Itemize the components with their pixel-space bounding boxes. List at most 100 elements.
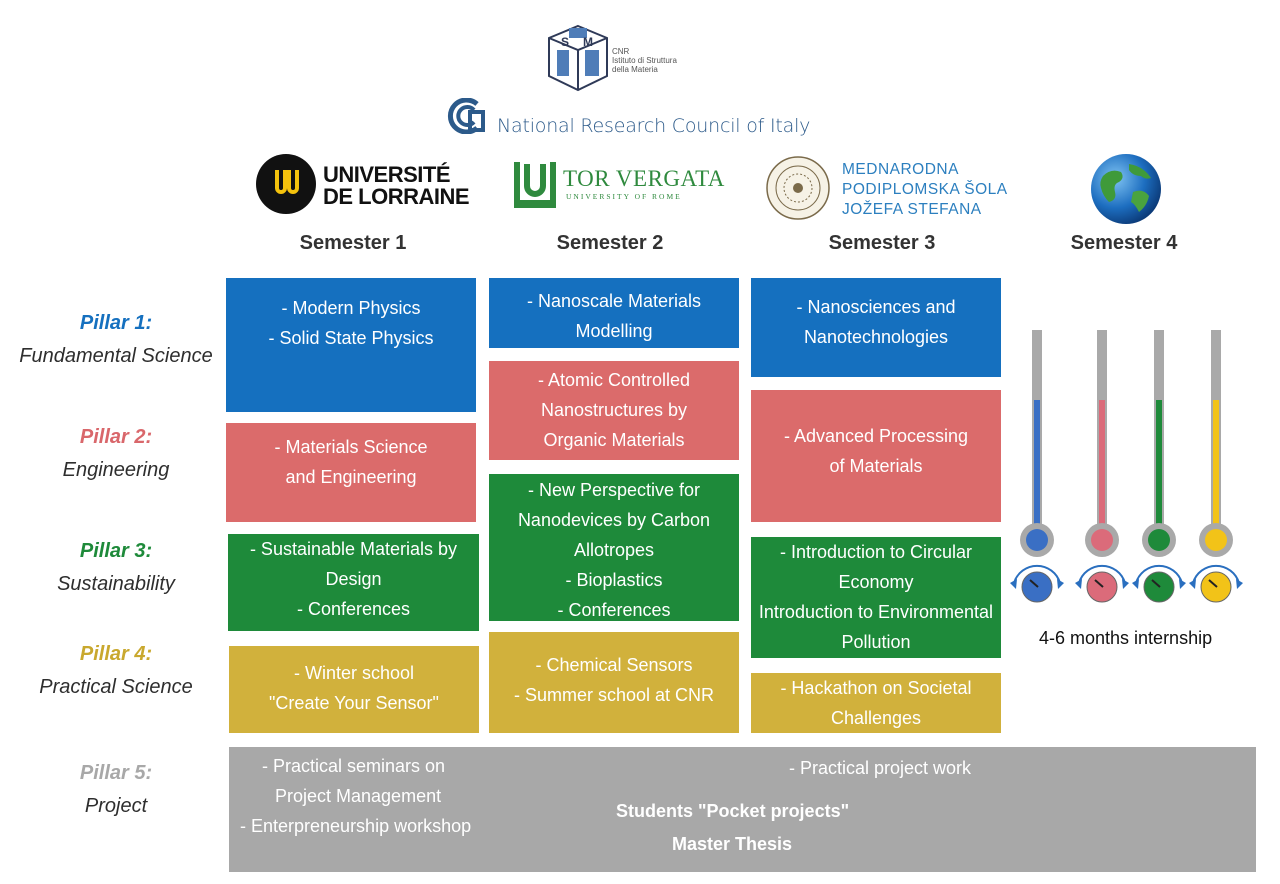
ism-caption: CNR Istituto di Struttura della Materia bbox=[612, 47, 677, 74]
ism-line: della Materia bbox=[612, 65, 658, 74]
course-line: - Conferences bbox=[296, 599, 411, 619]
tor-vergata-title: TOR VERGATA bbox=[563, 166, 725, 191]
thermometer-fill bbox=[1156, 400, 1162, 530]
cnr-name: National Research Council of Italy bbox=[497, 115, 811, 137]
mps-name: MEDNARODNA PODIPLOMSKA ŠOLA JOŽEFA STEFA… bbox=[842, 160, 1008, 220]
course-line: of Materials bbox=[829, 456, 923, 476]
thermometers bbox=[1010, 325, 1260, 610]
thermometer-bulb-fill bbox=[1091, 529, 1113, 551]
course-line: - Solid State Physics bbox=[268, 328, 434, 348]
course-line: - Bioplastics bbox=[565, 570, 663, 590]
s1-pillar4-box: - Winter school "Create Your Sensor" bbox=[229, 646, 479, 733]
svg-text:M: M bbox=[583, 35, 593, 49]
course-line: Introduction to Environmental bbox=[758, 602, 994, 622]
semester-2-header: Semester 2 bbox=[556, 232, 664, 254]
course-line: Nanostructures by bbox=[540, 400, 688, 420]
course-line: - Nanosciences and bbox=[796, 297, 956, 317]
course-line: - New Perspective for bbox=[527, 480, 701, 500]
s3-pillar3-box: - Introduction to Circular Economy Intro… bbox=[751, 537, 1001, 658]
ism-logo: S M bbox=[547, 24, 609, 92]
course-line: Organic Materials bbox=[543, 430, 685, 450]
course-line: Economy bbox=[838, 572, 914, 592]
tor-vergata-logo-icon bbox=[514, 162, 556, 208]
pillar-5-subtitle: Project bbox=[84, 795, 148, 817]
course-line: - Sustainable Materials by bbox=[249, 539, 458, 559]
cnr-logo-icon bbox=[447, 97, 487, 135]
pillar-5-title: Pillar 5: bbox=[79, 762, 153, 784]
gauge-arrow-icon bbox=[1189, 579, 1196, 589]
gauge-arrow-icon bbox=[1122, 579, 1129, 589]
course-line: Challenges bbox=[830, 708, 922, 728]
thermometer-bulb-fill bbox=[1205, 529, 1227, 551]
s2-pillar3-box: - New Perspective for Nanodevices by Car… bbox=[489, 474, 739, 621]
gauge-needle bbox=[1029, 579, 1039, 588]
course-line: - Winter school bbox=[293, 663, 415, 683]
s2-pillar1-box: - Nanoscale Materials Modelling bbox=[489, 278, 739, 348]
gauge-arrow-icon bbox=[1179, 579, 1186, 589]
ism-line: Istituto di Struttura bbox=[612, 56, 677, 65]
gauge-arc bbox=[1013, 564, 1061, 584]
semester-1-header: Semester 1 bbox=[299, 232, 407, 254]
gauge-needle bbox=[1094, 579, 1104, 588]
course-line: - Hackathon on Societal bbox=[780, 678, 972, 698]
s3-pillar2-box: - Advanced Processing of Materials bbox=[751, 390, 1001, 522]
thermometer-fill bbox=[1099, 400, 1105, 530]
practical-project-work: - Practical project work bbox=[789, 758, 972, 778]
s1-pillar2-box: - Materials Science and Engineering bbox=[226, 423, 476, 522]
gauge-arrow-icon bbox=[1132, 579, 1139, 589]
course-line: - Advanced Processing bbox=[783, 426, 969, 446]
course-line: - Conferences bbox=[557, 600, 671, 620]
pillar-2-title: Pillar 2: bbox=[79, 426, 153, 448]
course-line: - Introduction to Circular bbox=[779, 542, 973, 562]
pillar-4-title: Pillar 4: bbox=[79, 643, 153, 665]
course-line: - Modern Physics bbox=[281, 298, 421, 318]
ism-line: CNR bbox=[612, 47, 630, 56]
svg-text:S: S bbox=[561, 35, 569, 49]
pillar-3-subtitle: Sustainability bbox=[57, 573, 175, 595]
course-line: Pollution bbox=[841, 632, 911, 652]
lorraine-name: UNIVERSITÉ DE LORRAINE bbox=[323, 164, 470, 209]
s2-pillar2-box: - Atomic Controlled Nanostructures by Or… bbox=[489, 361, 739, 460]
s1-pillar3-box: - Sustainable Materials by Design - Conf… bbox=[228, 534, 479, 631]
project-left-line: Project Management bbox=[275, 786, 442, 806]
course-line: - Materials Science bbox=[274, 437, 428, 457]
course-line: "Create Your Sensor" bbox=[269, 693, 439, 713]
course-line: Nanodevices by Carbon bbox=[517, 510, 711, 530]
course-line: Modelling bbox=[575, 321, 653, 341]
course-line: - Summer school at CNR bbox=[513, 685, 715, 705]
gauge-arc bbox=[1135, 564, 1183, 584]
s2-pillar4-box: - Chemical Sensors - Summer school at CN… bbox=[489, 632, 739, 733]
s3-pillar1-box: - Nanosciences and Nanotechnologies bbox=[751, 278, 1001, 377]
project-left-line: - Practical seminars on bbox=[262, 756, 446, 776]
pillar-2-subtitle: Engineering bbox=[62, 459, 170, 481]
s1-pillar1-box: - Modern Physics - Solid State Physics bbox=[226, 278, 476, 412]
gauge-arc bbox=[1192, 564, 1240, 584]
course-line: Nanotechnologies bbox=[803, 327, 949, 347]
gauge-arrow-icon bbox=[1236, 579, 1243, 589]
semester-4-header: Semester 4 bbox=[1070, 232, 1178, 254]
course-line: and Engineering bbox=[285, 467, 417, 487]
semester-3-header: Semester 3 bbox=[828, 232, 936, 254]
pillar-4-subtitle: Practical Science bbox=[39, 676, 193, 698]
pocket-projects: Students "Pocket projects" bbox=[616, 801, 850, 821]
mps-seal-icon bbox=[765, 155, 831, 221]
project-bar bbox=[229, 747, 1256, 872]
course-line: - Nanoscale Materials bbox=[526, 291, 702, 311]
lorraine-logo-icon bbox=[256, 154, 316, 214]
pillar-1-title: Pillar 1: bbox=[79, 312, 153, 334]
pillar-1-subtitle: Fundamental Science bbox=[19, 345, 213, 367]
course-line: - Chemical Sensors bbox=[535, 655, 693, 675]
gauge-arrow-icon bbox=[1075, 579, 1082, 589]
tor-vergata-subtitle: UNIVERSITY OF ROME bbox=[566, 192, 682, 201]
thermometer-bulb-fill bbox=[1026, 529, 1048, 551]
gauge-arrow-icon bbox=[1010, 579, 1017, 589]
pillar-3-title: Pillar 3: bbox=[79, 540, 153, 562]
thermometer-fill bbox=[1213, 400, 1219, 530]
course-line: - Atomic Controlled bbox=[537, 370, 691, 390]
mps-line: MEDNARODNA bbox=[842, 161, 959, 178]
internship-label: 4-6 months internship bbox=[1039, 628, 1213, 648]
lorraine-line: DE LORRAINE bbox=[323, 184, 470, 209]
course-line: Allotropes bbox=[573, 540, 655, 560]
thermometer-fill bbox=[1034, 400, 1040, 530]
mps-line: JOŽEFA STEFANA bbox=[842, 201, 982, 218]
